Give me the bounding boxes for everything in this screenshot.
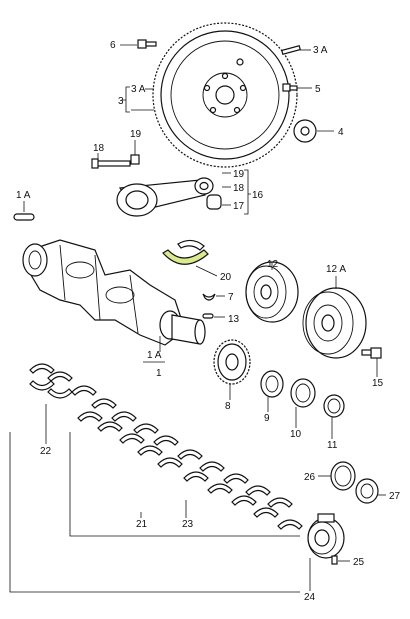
pulley-12[interactable] xyxy=(245,261,299,323)
label-13: 13 xyxy=(228,314,240,325)
seal-10[interactable] xyxy=(290,378,316,408)
label-16: 16 xyxy=(252,190,264,201)
crankshaft[interactable] xyxy=(22,239,206,346)
pin-25[interactable] xyxy=(331,555,338,565)
seal-27[interactable] xyxy=(355,478,379,504)
bearing-shell[interactable] xyxy=(177,449,203,460)
bearing-shell[interactable] xyxy=(153,435,179,446)
bearing-shell[interactable] xyxy=(29,363,55,374)
label-19-left: 19 xyxy=(130,129,142,140)
label-15: 15 xyxy=(372,378,384,389)
woodruff-key-7[interactable] xyxy=(202,293,216,301)
key-13[interactable] xyxy=(202,313,214,319)
ring-26[interactable] xyxy=(330,461,356,491)
bearing-shell[interactable] xyxy=(245,485,271,496)
label-21: 21 xyxy=(136,519,148,530)
bolt-18[interactable] xyxy=(91,158,131,169)
bearing-shell[interactable] xyxy=(111,411,137,422)
label-1a-bottom: 1 A xyxy=(147,350,162,361)
bearing-shell[interactable] xyxy=(157,457,183,468)
gear-8[interactable] xyxy=(213,339,251,385)
label-26: 26 xyxy=(304,472,316,483)
bearing-shell[interactable] xyxy=(277,519,303,530)
label-1: 1 xyxy=(156,368,162,379)
bearing-shell[interactable] xyxy=(183,471,209,482)
label-8: 8 xyxy=(225,401,231,412)
bearing-shell[interactable] xyxy=(47,388,73,399)
ring-9[interactable] xyxy=(260,370,284,398)
washer-4[interactable] xyxy=(293,119,317,143)
bearing-24[interactable] xyxy=(307,513,345,559)
label-18-left: 18 xyxy=(93,143,105,154)
label-4: 4 xyxy=(338,127,344,138)
label-1a-top: 1 A xyxy=(16,190,31,201)
label-22: 22 xyxy=(40,446,52,457)
main-bearing-shells[interactable] xyxy=(29,363,303,530)
bearing-shell[interactable] xyxy=(223,473,249,484)
bearing-shell[interactable] xyxy=(77,411,103,422)
bearing-shell[interactable] xyxy=(133,423,159,434)
label-25: 25 xyxy=(353,557,365,568)
label-17: 17 xyxy=(233,201,245,212)
flywheel[interactable] xyxy=(152,22,298,168)
bearing-shell[interactable] xyxy=(29,380,55,391)
label-23: 23 xyxy=(182,519,194,530)
stud-3a-right[interactable] xyxy=(281,45,301,55)
label-12: 12 xyxy=(267,259,279,270)
bearing-shell[interactable] xyxy=(137,445,163,456)
label-27: 27 xyxy=(389,491,401,502)
label-7: 7 xyxy=(228,292,234,303)
bearing-shell[interactable] xyxy=(253,507,279,518)
bearing-shell[interactable] xyxy=(71,385,97,396)
label-9: 9 xyxy=(264,413,270,424)
label-24: 24 xyxy=(304,592,316,603)
label-19-right: 19 xyxy=(233,169,245,180)
bearing-shell[interactable] xyxy=(97,421,123,432)
label-10: 10 xyxy=(290,429,302,440)
pulley-12a[interactable] xyxy=(302,287,367,359)
label-11: 11 xyxy=(327,440,338,451)
bushing-17[interactable] xyxy=(206,194,222,210)
bearing-shell[interactable] xyxy=(207,483,233,494)
bearing-shell[interactable] xyxy=(267,497,293,508)
label-20: 20 xyxy=(220,272,232,283)
label-18-right: 18 xyxy=(233,183,245,194)
label-12a: 12 A xyxy=(326,264,346,275)
bearing-shell-20[interactable] xyxy=(162,239,209,265)
bolt-6[interactable] xyxy=(137,39,157,49)
bearing-shell[interactable] xyxy=(47,371,73,382)
bolt-15[interactable] xyxy=(361,347,382,359)
label-3a-left: 3 A xyxy=(131,84,146,95)
bearing-shell[interactable] xyxy=(199,461,225,472)
bearing-shell[interactable] xyxy=(231,495,257,506)
bearing-shell[interactable] xyxy=(91,398,117,409)
nut-19[interactable] xyxy=(130,154,140,165)
bearing-shell[interactable] xyxy=(119,433,145,444)
snap-ring-11[interactable] xyxy=(323,394,345,418)
label-3a-right: 3 A xyxy=(313,45,328,56)
dowel-pin-1a[interactable] xyxy=(13,213,35,221)
connecting-rod[interactable] xyxy=(116,177,214,217)
label-6: 6 xyxy=(110,40,116,51)
label-3: 3 xyxy=(118,96,124,107)
label-5: 5 xyxy=(315,84,321,95)
